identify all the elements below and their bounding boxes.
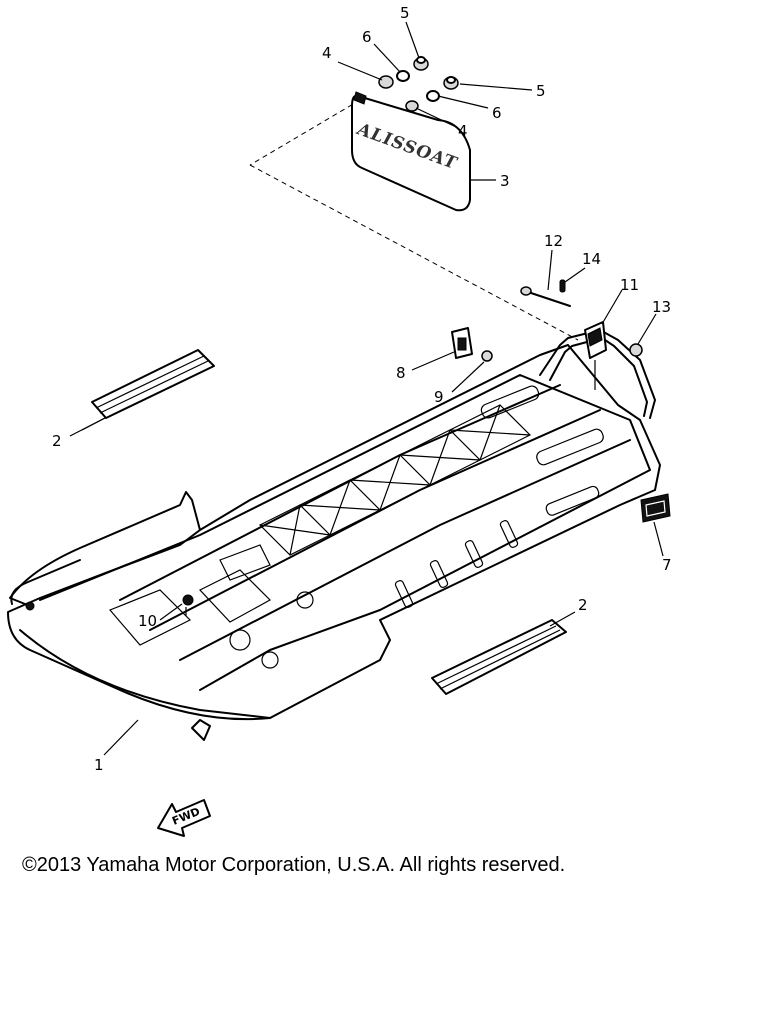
leader-lines (69, 21, 664, 756)
callout-2-right: 2 (578, 596, 588, 614)
callout-6-right: 6 (492, 104, 502, 122)
part-11-bracket (584, 321, 607, 390)
part-9-bolt (481, 350, 493, 362)
part-13-nut (629, 343, 643, 357)
callout-4-right: 4 (458, 122, 468, 140)
copyright-notice: ©2013 Yamaha Motor Corporation, U.S.A. A… (22, 854, 566, 876)
part-10-plug (182, 594, 194, 616)
callout-12: 12 (544, 232, 563, 250)
part-14-pin (559, 279, 566, 293)
part-2-left-runner (91, 349, 215, 419)
part-8-plate (451, 327, 473, 359)
callout-7: 7 (662, 556, 672, 574)
callout-2-left: 2 (52, 432, 62, 450)
callout-11: 11 (620, 276, 639, 294)
fasteners-top (378, 56, 459, 112)
rear-grab-bar (539, 329, 656, 419)
callout-4-left: 4 (322, 44, 332, 62)
callout-6-left: 6 (362, 28, 372, 46)
part-7-decal (640, 493, 671, 523)
callout-8: 8 (396, 364, 406, 382)
part-3-plate: ALISSOAT (351, 91, 471, 212)
callout-13: 13 (652, 298, 671, 316)
callout-3: 3 (500, 172, 510, 190)
fwd-arrow: FWD (157, 799, 211, 837)
callout-10: 10 (138, 612, 157, 630)
part-12-bolt (520, 286, 571, 307)
callout-numbers: 1 2 2 3 4 4 5 5 6 6 7 8 9 10 11 12 13 14 (52, 4, 672, 774)
callout-9: 9 (434, 388, 444, 406)
callout-5-top: 5 (400, 4, 410, 22)
part-1-frame (7, 344, 661, 741)
callout-5-right: 5 (536, 82, 546, 100)
part-2-right-runner (431, 619, 567, 695)
callout-14: 14 (582, 250, 601, 268)
callout-1: 1 (94, 756, 104, 774)
guide-lines (249, 99, 579, 341)
